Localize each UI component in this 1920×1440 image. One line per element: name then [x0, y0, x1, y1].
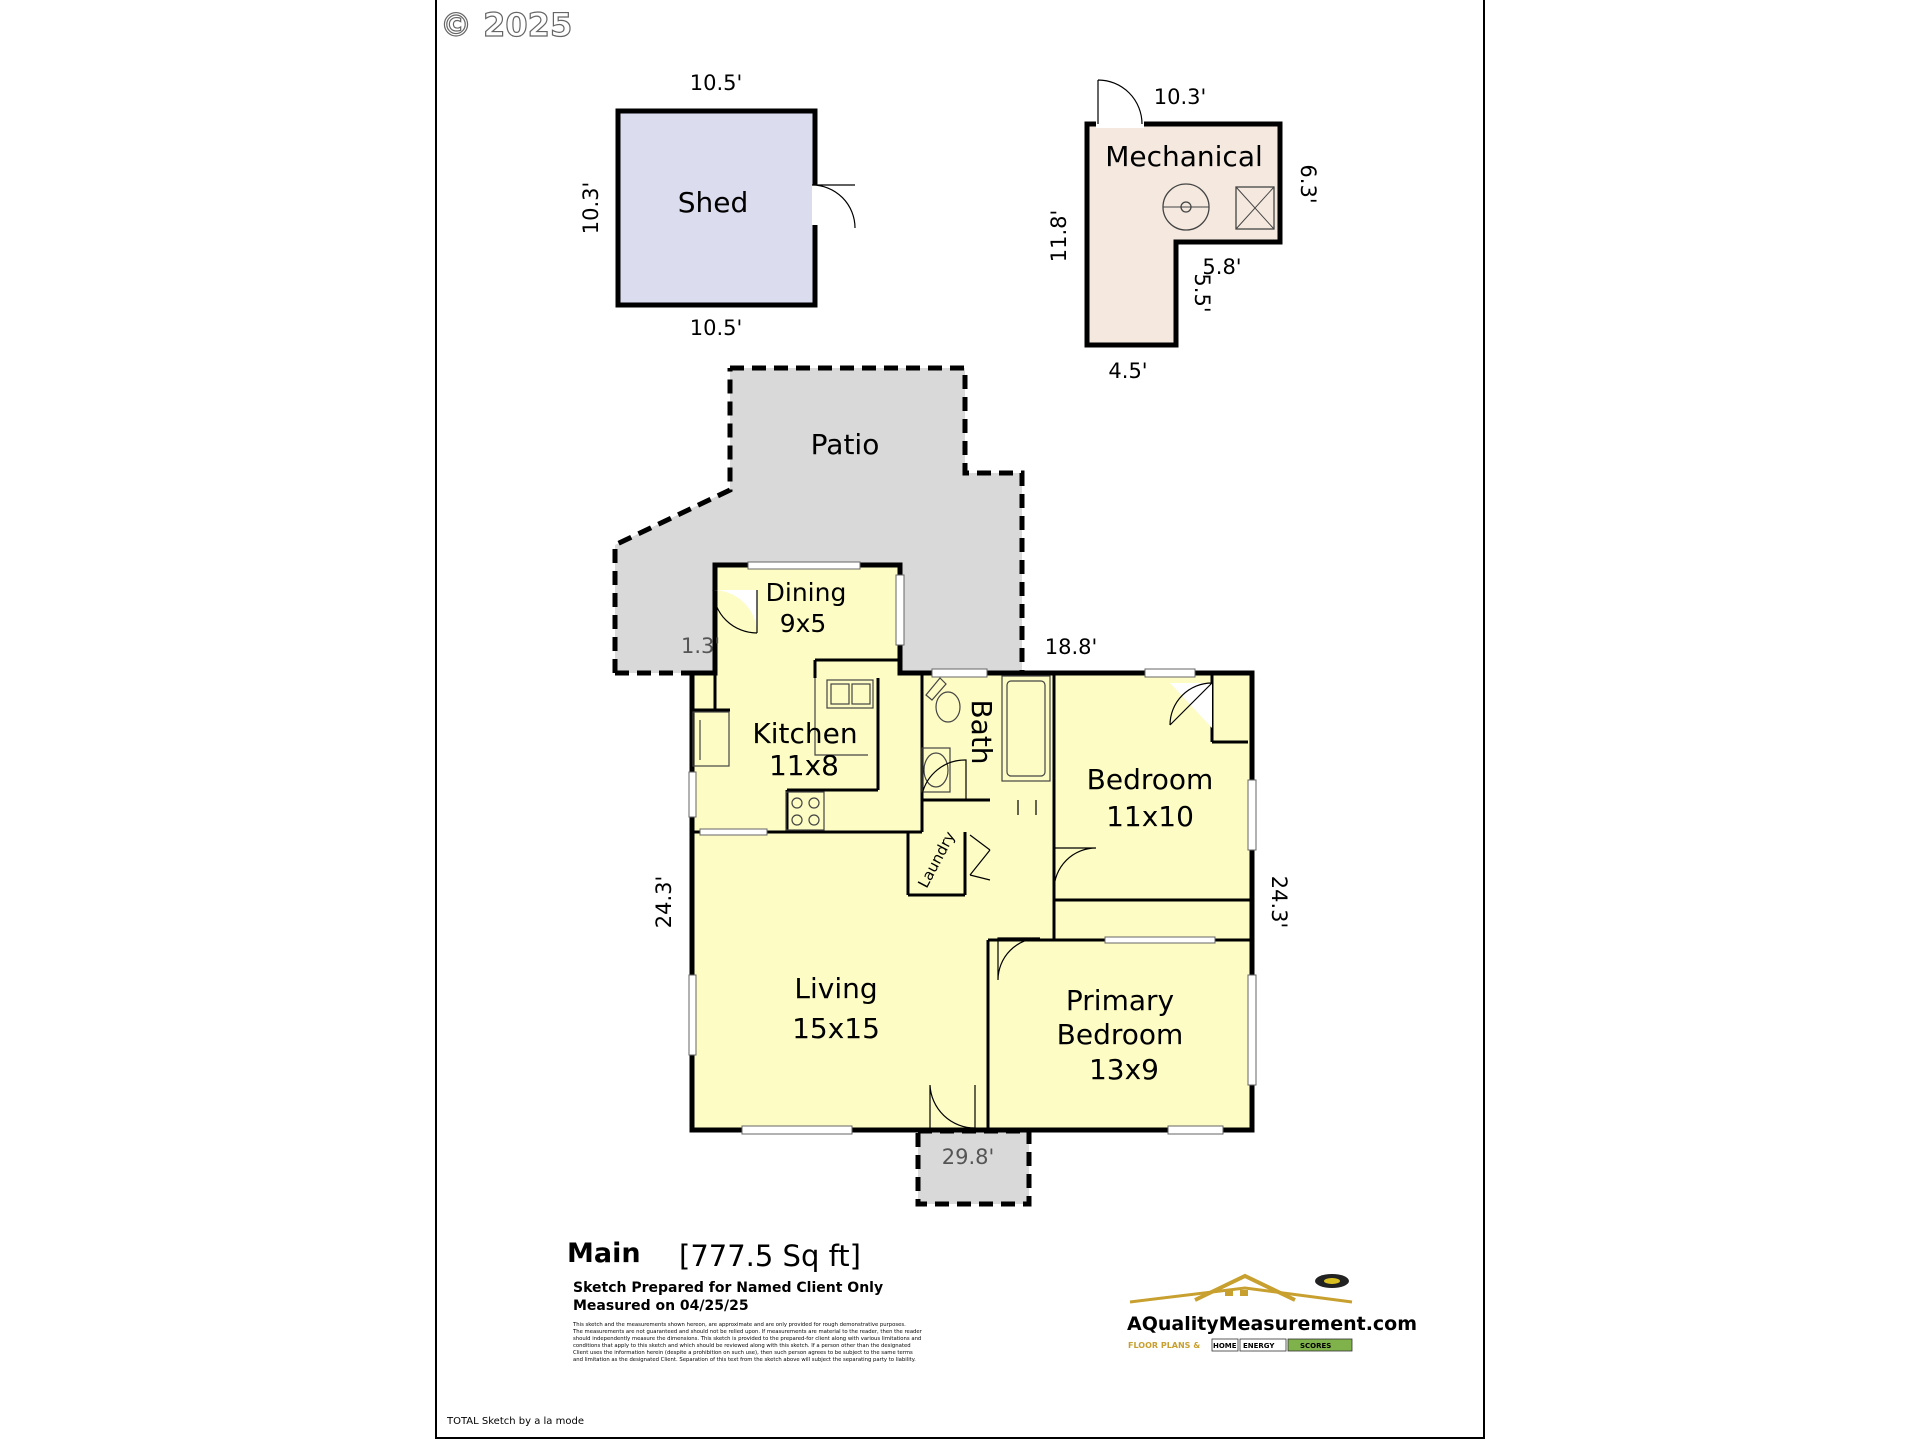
logo-energy: ENERGY — [1243, 1342, 1275, 1350]
dining-size: 9x5 — [780, 609, 827, 638]
disclaimer-line: This sketch and the measurements shown h… — [572, 1322, 906, 1328]
kitchen-size: 11x8 — [769, 749, 839, 782]
main-right-dimension: 24.3' — [1267, 876, 1291, 929]
disclaimer-line: should independently measure the dimensi… — [573, 1336, 921, 1342]
living-size: 15x15 — [792, 1012, 880, 1045]
mechanical-top-dimension: 10.3' — [1154, 85, 1207, 109]
main-top-dimension: 18.8' — [1045, 635, 1098, 659]
sink-icon — [826, 679, 874, 709]
mechanical-right-dimension: 6.3' — [1296, 164, 1320, 203]
disclaimer-line: and limitation as the designated Client.… — [573, 1357, 916, 1363]
bath-sink-icon — [923, 752, 949, 788]
toilet-icon — [935, 691, 961, 723]
living-label: Living — [794, 972, 877, 1005]
logo-floor-plans: FLOOR PLANS & — [1128, 1341, 1200, 1350]
copyright-watermark: © 2025 — [440, 6, 572, 44]
shed — [615, 108, 856, 308]
shed-left-dimension: 10.3' — [579, 182, 603, 235]
mechanical-inner-horizontal-dimension: 5.8' — [1202, 255, 1241, 279]
mechanical-label: Mechanical — [1105, 140, 1263, 173]
logo-scores: SCORES — [1300, 1342, 1331, 1350]
logo-url: AQualityMeasurement.com — [1127, 1313, 1417, 1335]
disclaimer-line: conditions that apply to this sketch and… — [573, 1343, 911, 1349]
mechanical-inner-vertical-dimension: 5.5' — [1190, 273, 1214, 312]
disclaimer-line: The measurements are not guaranteed and … — [572, 1329, 923, 1335]
bedroom-size: 11x10 — [1106, 800, 1194, 833]
primary-bedroom-size: 13x9 — [1089, 1053, 1159, 1086]
level-name: Main — [567, 1238, 641, 1269]
house-roof-icon — [1194, 1273, 1296, 1302]
furnace-icon — [1235, 186, 1275, 230]
mechanical-room — [1084, 79, 1283, 348]
kitchen-fixtures — [692, 678, 874, 831]
primary-bedroom-line1: Primary — [1066, 984, 1174, 1017]
main-bottom-dimension: 29.8' — [942, 1145, 995, 1169]
mechanical-left-dimension: 11.8' — [1047, 210, 1071, 263]
door-swings — [712, 589, 1213, 1129]
mechanical-bottom-dimension: 4.5' — [1108, 359, 1147, 383]
main-left-dimension: 24.3' — [652, 876, 676, 929]
stove-icon — [785, 791, 825, 831]
disclaimer: This sketch and the measurements shown h… — [572, 1322, 923, 1363]
patio-label: Patio — [811, 428, 880, 461]
main-house — [688, 561, 1257, 1135]
shed-bottom-dimension: 10.5' — [690, 316, 743, 340]
bath-label: Bath — [965, 699, 998, 764]
bathtub-icon — [1001, 675, 1051, 782]
bath-fixtures — [921, 675, 1051, 793]
dining-offset-dimension: 1.3' — [681, 634, 720, 658]
kitchen-label: Kitchen — [752, 717, 857, 750]
shed-top-dimension: 10.5' — [690, 71, 743, 95]
company-logo: AQualityMeasurement.com FLOOR PLANS & HO… — [1127, 1273, 1417, 1352]
primary-bedroom-line2: Bedroom — [1057, 1018, 1184, 1051]
logo-home: HOME — [1213, 1342, 1237, 1350]
disclaimer-line: Client uses the information herein (desp… — [573, 1350, 913, 1356]
measured-date: Measured on 04/25/25 — [573, 1298, 749, 1314]
prepared-for-note: Sketch Prepared for Named Client Only — [573, 1280, 883, 1296]
software-footer: TOTAL Sketch by a la mode — [446, 1416, 584, 1427]
dining-label: Dining — [766, 578, 847, 607]
bedroom-label: Bedroom — [1087, 763, 1214, 796]
shed-label: Shed — [678, 186, 749, 219]
level-area: [777.5 Sq ft] — [679, 1239, 861, 1273]
